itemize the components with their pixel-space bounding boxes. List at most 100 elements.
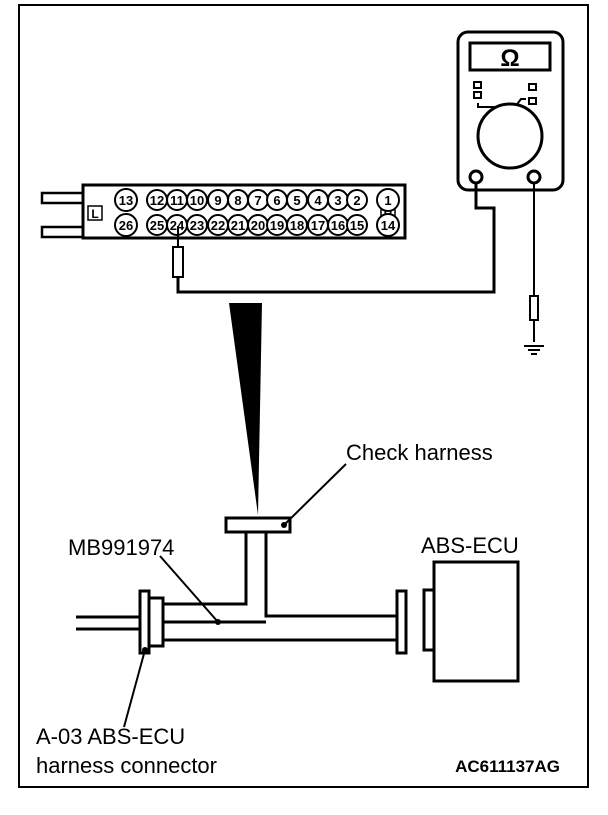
connector-pin-label: 14 — [381, 218, 396, 233]
connector-pin-26: 26 — [114, 213, 138, 237]
ohmmeter-indicator-4 — [528, 97, 537, 105]
connector-pin-circle — [376, 213, 400, 237]
ground-probe-tip — [529, 295, 539, 321]
connector-pin-3: 3 — [327, 189, 349, 211]
back-probe-body — [172, 246, 184, 278]
back-probe — [172, 226, 184, 278]
connector-side-left-box — [87, 205, 103, 221]
figure-code: AC611137AG — [455, 757, 560, 776]
connector-pin-label: 3 — [334, 193, 341, 208]
ohm-symbol: Ω — [500, 45, 519, 72]
label-abs-ecu: ABS-ECU — [421, 533, 519, 558]
connector-pin-17: 17 — [307, 214, 329, 236]
connector-pin-13: 13 — [114, 188, 138, 212]
connector-pin-16: 16 — [327, 214, 349, 236]
ohmmeter-display — [468, 41, 552, 72]
connector-pin-circle — [346, 214, 368, 236]
connector-latch-top — [40, 191, 84, 205]
connector-latch-bottom — [40, 225, 84, 239]
connector-pin-label: 24 — [170, 218, 185, 233]
connector-pin-label: 9 — [214, 193, 221, 208]
connector-pin-12: 12 — [146, 189, 168, 211]
connector-pin-24: 24 — [166, 214, 188, 236]
connector-pin-6: 6 — [266, 189, 288, 211]
connector-pin-25: 25 — [146, 214, 168, 236]
connector-pin-label: 26 — [119, 218, 133, 233]
ohmmeter-indicator-1 — [473, 81, 482, 89]
connector-pin-label: 25 — [150, 218, 164, 233]
leader-harness-connector — [123, 649, 146, 728]
abs-ecu-unit — [422, 560, 520, 683]
abs-ecu-body — [432, 560, 520, 683]
connector-pin-14: 14 — [376, 213, 400, 237]
connector-pin-label: 11 — [170, 193, 184, 208]
connector-pin-18: 18 — [286, 214, 308, 236]
connector-pin-circle — [114, 188, 138, 212]
test-lead-to-check-harness — [176, 183, 496, 294]
connector-pin-22: 22 — [207, 214, 229, 236]
figure-frame — [18, 4, 589, 788]
connector-pin-10: 10 — [186, 189, 208, 211]
connector-pin-circle — [376, 188, 400, 212]
t-branch-right-wall — [264, 532, 397, 618]
ground-symbol-icon — [524, 345, 544, 355]
connector-pin-label: 12 — [150, 193, 164, 208]
label-check-harness: Check harness — [346, 440, 493, 465]
detail-view-pointer — [229, 303, 262, 515]
connector-pin-15: 15 — [346, 214, 368, 236]
connector-pin-label: 19 — [270, 218, 284, 233]
connector-pin-label: 23 — [190, 218, 204, 233]
connector-pin-5: 5 — [286, 189, 308, 211]
connector-pin-label: 18 — [290, 218, 304, 233]
ohmmeter-jack-com[interactable] — [468, 169, 484, 185]
ohmmeter-indicator-3 — [528, 83, 537, 91]
connector-pin-circle — [114, 213, 138, 237]
connector-pin-11: 11 — [166, 189, 188, 211]
connector-pin-label: 17 — [311, 218, 325, 233]
connector-pin-8: 8 — [227, 189, 249, 211]
connector-pin-4: 4 — [307, 189, 329, 211]
connector-pin-label: 16 — [331, 218, 345, 233]
harness-connector-flange — [147, 596, 165, 648]
connector-pin-label: 20 — [251, 218, 265, 233]
connector-pin-20: 20 — [247, 214, 269, 236]
connector-pin-1: 1 — [376, 188, 400, 212]
connector-pin-label: 1 — [384, 193, 391, 208]
connector-pin-label: 7 — [254, 193, 261, 208]
connector-pin-2: 2 — [346, 189, 368, 211]
connector-pin-circle — [346, 189, 368, 211]
connector-pin-label: 10 — [190, 193, 204, 208]
meter-leads — [176, 183, 539, 342]
ecu-side-connector-plate — [395, 589, 408, 655]
connector-side-left: L — [91, 207, 98, 221]
connector-pin-label: 5 — [293, 193, 300, 208]
ohmmeter-jack-ohm[interactable] — [526, 169, 542, 185]
connector-pin-label: 22 — [211, 218, 225, 233]
connector-pin-9: 9 — [207, 189, 229, 211]
connector-pin-21: 21 — [227, 214, 249, 236]
connector-pin-19: 19 — [266, 214, 288, 236]
ohmmeter-indicator-2 — [473, 91, 482, 99]
label-connector-line2: harness connector — [36, 753, 217, 778]
check-harness-block — [224, 516, 292, 534]
label-mb991974: MB991974 — [68, 535, 174, 560]
connector-pin-label: 8 — [234, 193, 241, 208]
connector-pin-label: 6 — [273, 193, 280, 208]
ohmmeter-range-dial[interactable] — [476, 102, 544, 170]
connector-pin-label: 2 — [353, 193, 360, 208]
leader-check-harness — [283, 463, 347, 526]
connector-pin-label: 4 — [314, 193, 322, 208]
leader-mb991974 — [159, 555, 219, 623]
connector-pin-7: 7 — [247, 189, 269, 211]
connector-pin-label: 13 — [119, 193, 133, 208]
t-branch-left-wall — [163, 532, 248, 606]
label-connector-line1: A-03 ABS-ECU — [36, 724, 185, 749]
connector-pin-label: 21 — [231, 218, 245, 233]
ohmmeter: Ω — [456, 30, 565, 192]
connector-pin-23: 23 — [186, 214, 208, 236]
